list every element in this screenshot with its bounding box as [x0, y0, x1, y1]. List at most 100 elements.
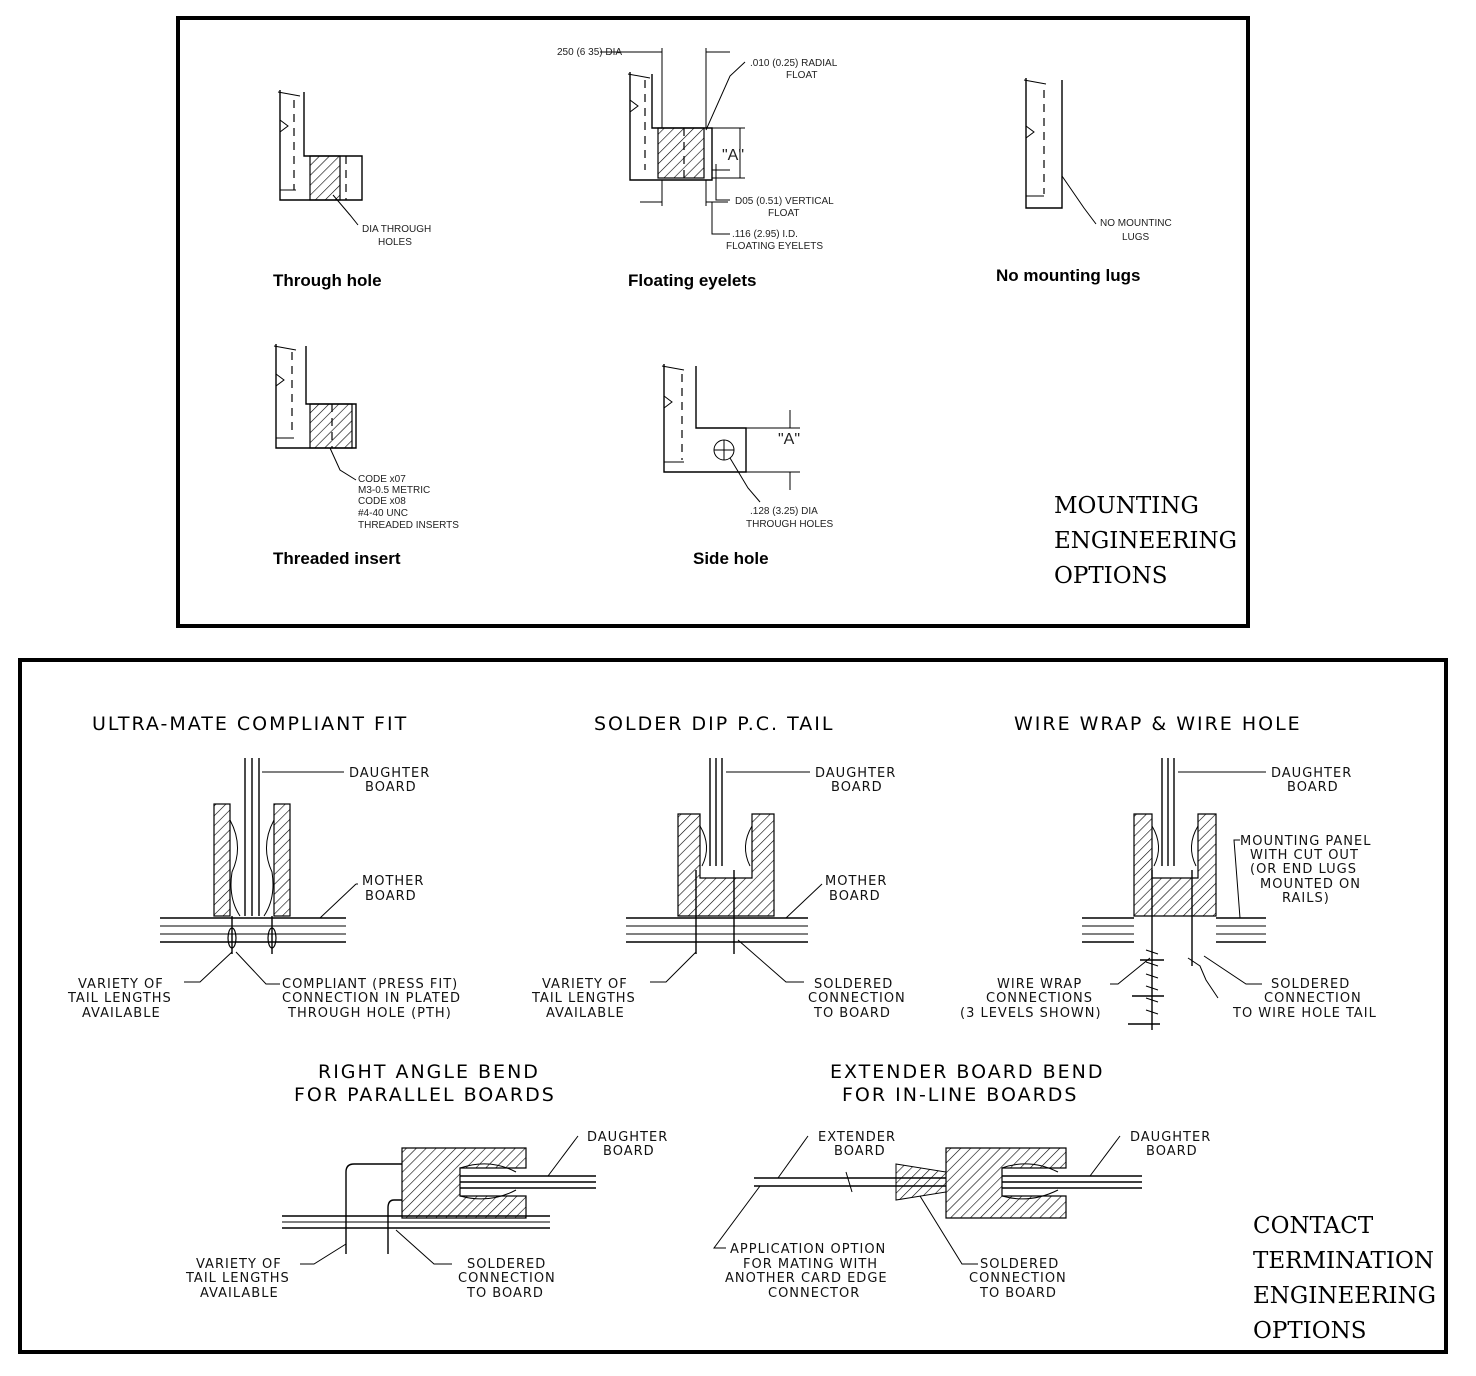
extender-extender-2: BOARD: [834, 1144, 886, 1159]
wire-wrap-title: WIRE WRAP & WIRE HOLE: [1014, 713, 1302, 735]
threaded-note-1: CODE x07: [358, 474, 406, 485]
wire-wrap-panel-5: RAILS): [1282, 891, 1330, 906]
right-angle-soldered-1: SOLDERED: [467, 1257, 546, 1272]
extender-application-1: APPLICATION OPTION: [730, 1242, 886, 1257]
no-mounting-lugs-drawing: [1023, 78, 1097, 225]
threaded-note-2: M3-0.5 METRIC: [358, 485, 430, 496]
mounting-title-line-2: ENGINEERING: [1054, 528, 1237, 554]
floating-eyelets-radial-1: .010 (0.25) RADIAL: [750, 58, 838, 69]
side-hole-caption: Side hole: [693, 549, 769, 568]
solder-dip-soldered-3: TO BOARD: [813, 1006, 891, 1021]
right-angle-variety-1: VARIETY OF: [196, 1257, 282, 1272]
wire-wrap-soldered-2: CONNECTION: [1264, 991, 1362, 1006]
through-hole-drawing: [277, 90, 363, 226]
mounting-options-panel: [176, 16, 1250, 628]
ultra-mate-variety-1: VARIETY OF: [78, 977, 164, 992]
ultra-mate-compliant-1: COMPLIANT (PRESS FIT): [282, 977, 458, 992]
ultra-mate-mother-2: BOARD: [365, 889, 417, 904]
ultra-mate-mother-1: MOTHER: [362, 874, 424, 889]
extender-application-2: FOR MATING WITH: [743, 1257, 878, 1272]
through-hole-caption: Through hole: [273, 271, 382, 290]
extender-soldered-2: CONNECTION: [969, 1271, 1067, 1286]
wire-wrap-connections-1: WIRE WRAP: [997, 977, 1082, 992]
side-hole-drawing: [661, 364, 800, 503]
ultra-mate-daughter-1: DAUGHTER: [349, 766, 430, 781]
threaded-note-4: #4-40 UNC: [358, 508, 408, 519]
solder-dip-mother-2: BOARD: [829, 889, 881, 904]
contact-termination-panel: [18, 658, 1448, 1354]
solder-dip-variety-3: AVAILABLE: [546, 1006, 625, 1021]
extender-soldered-3: TO BOARD: [979, 1286, 1057, 1301]
solder-dip-soldered-2: CONNECTION: [808, 991, 906, 1006]
no-mounting-lugs-caption: No mounting lugs: [996, 266, 1140, 285]
solder-dip-soldered-1: SOLDERED: [814, 977, 893, 992]
wire-wrap-daughter-2: BOARD: [1287, 780, 1339, 795]
no-lugs-note-1: NO MOUNTINC: [1100, 218, 1172, 229]
extender-title-1: EXTENDER BOARD BEND: [830, 1061, 1104, 1083]
extender-soldered-1: SOLDERED: [980, 1257, 1059, 1272]
floating-eyelets-radial-2: FLOAT: [786, 70, 817, 81]
side-hole-note-1: .128 (3.25) DIA: [750, 506, 818, 517]
extender-daughter-2: BOARD: [1146, 1144, 1198, 1159]
mounting-title-line-1: MOUNTING: [1054, 493, 1199, 519]
wire-wrap-connections-3: (3 LEVELS SHOWN): [960, 1006, 1102, 1021]
solder-dip-daughter-1: DAUGHTER: [815, 766, 896, 781]
ultra-mate-drawing: [160, 758, 358, 985]
right-angle-drawing: [282, 1135, 596, 1265]
wire-wrap-connections-2: CONNECTIONS: [986, 991, 1093, 1006]
right-angle-title-1: RIGHT ANGLE BEND: [318, 1061, 540, 1083]
floating-eyelets-id-2: FLOATING EYELETS: [726, 241, 823, 252]
extender-title-2: FOR IN-LINE BOARDS: [842, 1084, 1078, 1106]
right-angle-soldered-3: TO BOARD: [466, 1286, 544, 1301]
floating-eyelets-caption: Floating eyelets: [628, 271, 756, 290]
side-hole-note-2: THROUGH HOLES: [746, 519, 834, 530]
solder-dip-variety-1: VARIETY OF: [542, 977, 628, 992]
extender-application-3: ANOTHER CARD EDGE: [725, 1271, 888, 1286]
floating-eyelets-vertical-2: FLOAT: [768, 208, 799, 219]
threaded-insert-caption: Threaded insert: [273, 549, 401, 568]
floating-eyelets-drawing: [600, 48, 746, 235]
through-hole-note-2: HOLES: [378, 237, 412, 248]
extender-extender-1: EXTENDER: [818, 1130, 896, 1145]
wire-wrap-soldered-1: SOLDERED: [1271, 977, 1350, 992]
ultra-mate-title: ULTRA-MATE COMPLIANT FIT: [92, 713, 408, 735]
contact-title-line-2: TERMINATION: [1253, 1248, 1434, 1274]
right-angle-variety-3: AVAILABLE: [200, 1286, 279, 1301]
mounting-title-line-3: OPTIONS: [1054, 563, 1168, 589]
ultra-mate-daughter-2: BOARD: [365, 780, 417, 795]
side-hole-a-label: "A": [778, 431, 800, 448]
wire-wrap-panel-3: (OR END LUGS: [1250, 862, 1357, 877]
ultra-mate-compliant-3: THROUGH HOLE (PTH): [287, 1006, 452, 1021]
solder-dip-drawing: [626, 758, 823, 983]
solder-dip-variety-2: TAIL LENGTHS: [531, 991, 636, 1006]
contact-title-line-4: OPTIONS: [1253, 1318, 1367, 1344]
contact-title-line-3: ENGINEERING: [1253, 1283, 1436, 1309]
floating-eyelets-a-label: "A": [722, 147, 744, 164]
solder-dip-title: SOLDER DIP P.C. TAIL: [594, 713, 834, 735]
right-angle-title-2: FOR PARALLEL BOARDS: [294, 1084, 556, 1106]
solder-dip-daughter-2: BOARD: [831, 780, 883, 795]
extender-application-4: CONNECTOR: [768, 1286, 860, 1301]
threaded-note-3: CODE x08: [358, 496, 406, 507]
wire-wrap-panel-4: MOUNTED ON: [1260, 877, 1361, 892]
extender-drawing: [713, 1135, 1142, 1265]
right-angle-soldered-2: CONNECTION: [458, 1271, 556, 1286]
threaded-note-5: THREADED INSERTS: [358, 520, 459, 531]
contact-title-line-1: CONTACT: [1253, 1213, 1374, 1239]
no-lugs-note-2: LUGS: [1122, 232, 1150, 243]
right-angle-daughter-1: DAUGHTER: [587, 1130, 668, 1145]
wire-wrap-panel-2: WITH CUT OUT: [1250, 848, 1359, 863]
threaded-insert-drawing: [273, 344, 357, 481]
floating-eyelets-dia-note: 250 (6 35) DIA: [557, 47, 622, 58]
wire-wrap-drawing: [1082, 758, 1266, 1030]
right-angle-variety-2: TAIL LENGTHS: [185, 1271, 290, 1286]
solder-dip-mother-1: MOTHER: [825, 874, 887, 889]
right-angle-daughter-2: BOARD: [603, 1144, 655, 1159]
through-hole-note-1: DIA THROUGH: [362, 224, 431, 235]
wire-wrap-soldered-3: TO WIRE HOLE TAIL: [1232, 1006, 1377, 1021]
wire-wrap-panel-1: MOUNTING PANEL: [1240, 834, 1371, 849]
ultra-mate-compliant-2: CONNECTION IN PLATED: [282, 991, 461, 1006]
extender-daughter-1: DAUGHTER: [1130, 1130, 1211, 1145]
